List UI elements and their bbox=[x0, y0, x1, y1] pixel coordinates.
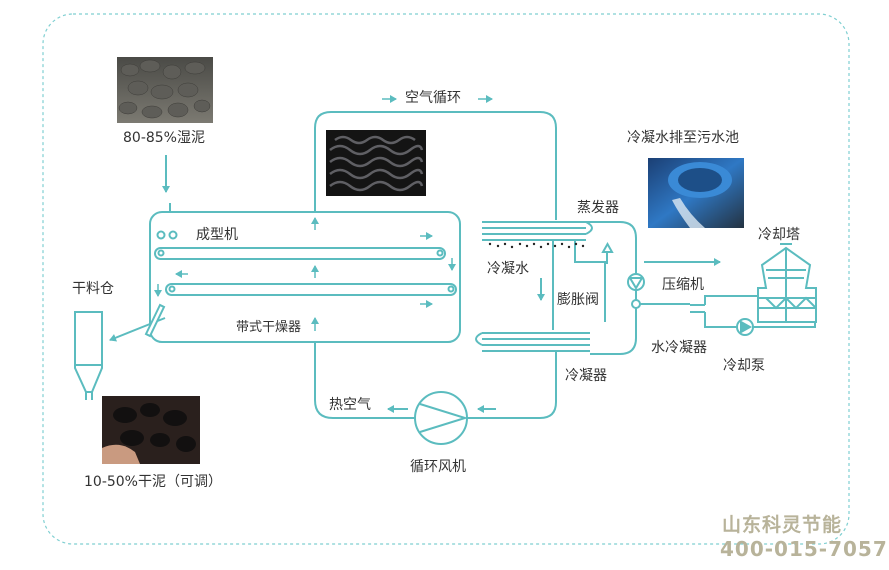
outer-frame bbox=[42, 13, 850, 545]
circulating-fan-label: 循环风机 bbox=[410, 459, 466, 475]
cooling-tower-label: 冷却塔 bbox=[758, 227, 800, 243]
condenser-label: 冷凝器 bbox=[565, 368, 607, 384]
air-circulation-loop bbox=[314, 111, 557, 220]
hot-air-loop bbox=[314, 342, 415, 419]
brand-phone: 400-015-7057 bbox=[720, 537, 888, 561]
condensate-drain-label: 冷凝水排至污水池 bbox=[627, 130, 739, 146]
wet-sludge-label: 80-85%湿泥 bbox=[123, 130, 205, 146]
cooling-pump-label: 冷却泵 bbox=[723, 358, 765, 374]
expansion-valve-label: 膨胀阀 bbox=[557, 292, 599, 308]
dry-silo-label: 干料仓 bbox=[72, 281, 114, 297]
forming-machine-label: 成型机 bbox=[196, 227, 238, 243]
evaporator-label: 蒸发器 bbox=[577, 200, 619, 216]
circulating-fan-symbol bbox=[414, 391, 468, 445]
formed-sludge-photo bbox=[326, 130, 426, 196]
condensate-drain-photo bbox=[648, 158, 744, 228]
dry-sludge-label: 10-50%干泥（可调） bbox=[84, 474, 222, 490]
water-condenser-label: 水冷凝器 bbox=[651, 340, 707, 356]
wet-sludge-photo bbox=[117, 57, 213, 123]
belt-dryer-label: 带式干燥器 bbox=[236, 320, 302, 335]
condensate-water-label: 冷凝水 bbox=[487, 261, 529, 277]
belt-dryer-box bbox=[149, 211, 461, 343]
dry-silo bbox=[74, 311, 103, 393]
hot-air-label: 热空气 bbox=[329, 397, 371, 413]
compressor-label: 压缩机 bbox=[662, 277, 704, 293]
dry-sludge-photo bbox=[102, 396, 200, 464]
brand-name: 山东科灵节能 bbox=[722, 514, 843, 536]
air-circulation-label: 空气循环 bbox=[405, 90, 461, 106]
